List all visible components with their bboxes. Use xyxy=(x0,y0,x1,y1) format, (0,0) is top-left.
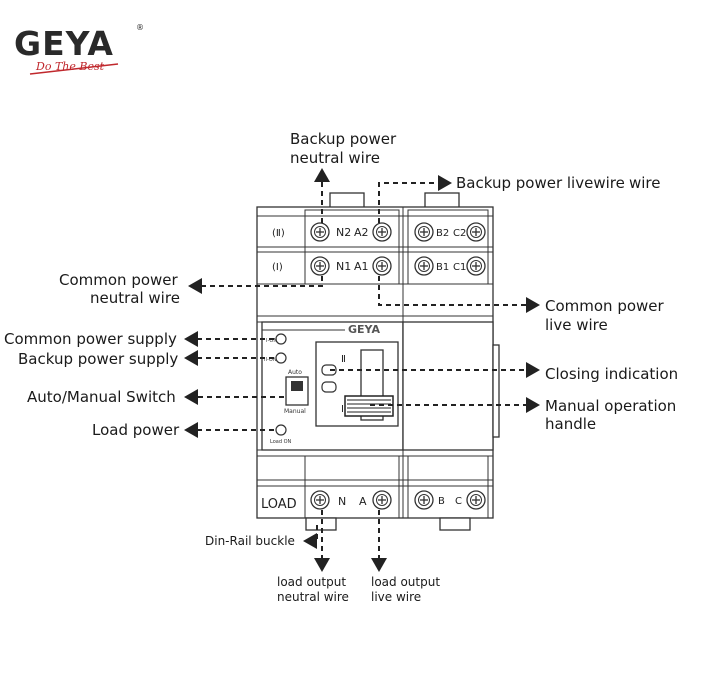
terminal-c: C xyxy=(455,496,462,507)
label-backup-supply: Backup power supply xyxy=(18,350,178,368)
indicator-backup-label: II-ON xyxy=(264,357,277,363)
label-auto-manual: Auto/Manual Switch xyxy=(27,388,176,406)
terminal-c1: C1 xyxy=(453,262,466,273)
label-load-power: Load power xyxy=(92,421,180,439)
arrow-common-neutral xyxy=(188,276,323,294)
label-common-live-2: live wire xyxy=(545,316,608,334)
ats-device: (Ⅱ) N2 A2 B2 C2 (Ⅰ) N1 A1 B1 C1 GEYA I-O… xyxy=(256,192,500,531)
terminal-n1: N1 xyxy=(336,260,351,273)
label-common-neutral-2: neutral wire xyxy=(90,289,180,307)
label-load-neutral-1: load output xyxy=(277,575,346,589)
registered-mark: ® xyxy=(136,23,144,32)
terminal-b2: B2 xyxy=(436,228,449,239)
callout-arrows xyxy=(184,168,540,572)
terminal-n2: N2 xyxy=(336,226,351,239)
manual-handle[interactable] xyxy=(344,395,394,417)
terminal-a1: A1 xyxy=(354,260,369,273)
panel-logo: GEYA xyxy=(348,323,380,336)
label-backup-live-suffix: wire xyxy=(629,174,661,192)
terminal-n: N xyxy=(338,495,346,508)
label-load-live-1: load output xyxy=(371,575,440,589)
terminal-a2: A2 xyxy=(354,226,369,239)
terminal-c2: C2 xyxy=(453,228,466,239)
switch-manual-label: Manual xyxy=(284,408,306,415)
load-label: LOAD xyxy=(261,497,297,512)
label-common-neutral-1: Common power xyxy=(59,271,179,289)
terminal-b: B xyxy=(438,496,445,507)
label-common-live-1: Common power xyxy=(545,297,665,315)
row-one-label: (Ⅰ) xyxy=(272,262,283,273)
tagline-swoosh xyxy=(29,63,119,75)
position-one-mark: Ⅰ xyxy=(341,404,344,415)
indicator-load-power xyxy=(275,424,287,436)
row-two-label: (Ⅱ) xyxy=(272,228,285,239)
label-backup-neutral-2: neutral wire xyxy=(290,149,380,167)
label-backup-live: Backup power livewire xyxy=(456,174,625,192)
load-on-label: Load ON xyxy=(270,439,292,445)
label-backup-neutral-1: Backup power xyxy=(290,130,397,148)
arrow-backup-live xyxy=(378,175,452,223)
indicator-common-label: I-ON xyxy=(266,338,277,344)
label-manual-handle-1: Manual operation xyxy=(545,397,676,415)
indicator-backup-supply xyxy=(275,352,287,364)
logo-tagline: Do The Best xyxy=(35,60,105,73)
terminal-b1: B1 xyxy=(436,262,449,273)
label-closing-indication: Closing indication xyxy=(545,365,678,383)
label-common-supply: Common power supply xyxy=(4,330,177,348)
indicator-common-supply xyxy=(275,333,287,345)
callout-labels: Backup power neutral wire Backup power l… xyxy=(4,130,678,604)
switch-auto-label: Auto xyxy=(288,369,302,376)
label-load-live-2: live wire xyxy=(371,590,421,604)
terminal-a: A xyxy=(359,495,367,508)
switch-slider xyxy=(291,381,303,391)
brand-logo: GEYA ® Do The Best xyxy=(14,23,144,75)
logo-text: GEYA xyxy=(14,24,114,63)
label-load-neutral-2: neutral wire xyxy=(277,590,349,604)
position-two-mark: Ⅱ xyxy=(341,354,346,365)
label-din-rail: Din-Rail buckle xyxy=(205,534,295,548)
label-manual-handle-2: handle xyxy=(545,415,596,433)
arrow-common-live xyxy=(378,276,540,313)
closing-indicator xyxy=(321,364,337,376)
